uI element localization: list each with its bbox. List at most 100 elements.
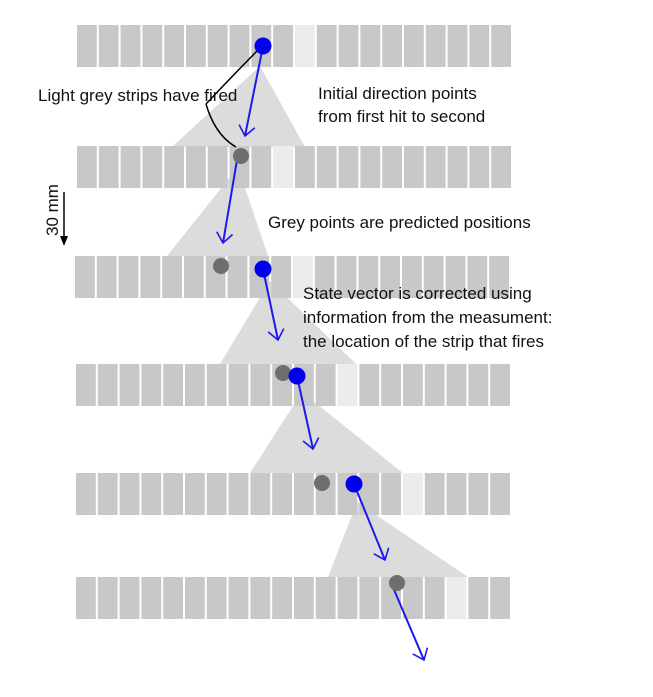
strip — [250, 577, 271, 619]
label-initial-direction-1: Initial direction points — [318, 84, 477, 103]
fired-strip — [403, 473, 423, 515]
strip — [207, 146, 228, 188]
strip — [314, 256, 335, 298]
detector-plane — [76, 364, 510, 406]
strip — [163, 577, 183, 619]
strip — [316, 25, 337, 67]
strip — [185, 364, 205, 406]
label-initial-direction-2: from first hit to second — [318, 107, 486, 126]
strip — [228, 364, 249, 406]
detector-plane — [77, 146, 511, 188]
fired-strip — [293, 256, 313, 298]
strip — [206, 473, 227, 515]
strip — [272, 577, 292, 619]
label-fired-strips: Light grey strips have fired — [38, 86, 238, 105]
uncertainty-cone — [328, 502, 468, 577]
strip — [228, 577, 249, 619]
strip — [337, 577, 358, 619]
strip — [404, 146, 424, 188]
strip — [186, 25, 206, 67]
strip — [380, 256, 400, 298]
hit-points — [213, 37, 405, 591]
strip — [359, 364, 380, 406]
strip — [119, 473, 140, 515]
direction-arrow — [353, 483, 385, 560]
strip — [295, 146, 315, 188]
fired-strip — [295, 25, 315, 67]
strip — [251, 146, 272, 188]
strip — [425, 25, 446, 67]
strip — [163, 364, 183, 406]
direction-arrow — [262, 268, 278, 340]
strip — [360, 146, 381, 188]
direction-arrow — [245, 45, 264, 136]
strip — [120, 146, 141, 188]
strip — [490, 364, 510, 406]
strip — [163, 473, 183, 515]
strip — [185, 577, 205, 619]
strip — [316, 146, 337, 188]
strip — [294, 577, 314, 619]
strip — [162, 256, 182, 298]
strip — [140, 256, 161, 298]
strip — [315, 364, 336, 406]
strip — [468, 577, 489, 619]
detector-plane — [76, 577, 510, 619]
strip — [338, 146, 359, 188]
strip — [76, 577, 96, 619]
strip — [98, 25, 119, 67]
label-predicted-positions: Grey points are predicted positions — [268, 213, 531, 232]
strip — [468, 364, 489, 406]
strip — [402, 256, 422, 298]
strip — [490, 577, 510, 619]
strip — [206, 364, 227, 406]
strip — [141, 364, 162, 406]
strip — [250, 364, 271, 406]
strip — [424, 577, 445, 619]
strip — [118, 256, 139, 298]
fired-strip — [337, 364, 358, 406]
strip — [97, 473, 118, 515]
strip — [76, 473, 96, 515]
strip — [424, 364, 445, 406]
strip — [164, 146, 184, 188]
strip — [446, 473, 467, 515]
direction-arrow — [391, 584, 424, 660]
detector-plane — [75, 256, 509, 298]
strip — [403, 577, 423, 619]
strip — [141, 577, 162, 619]
strip — [227, 256, 248, 298]
strip — [315, 577, 336, 619]
strip — [184, 256, 204, 298]
direction-arrow — [296, 375, 313, 449]
predicted-point — [275, 365, 291, 381]
strip — [250, 473, 271, 515]
leader-line-to-second-strip — [205, 103, 237, 148]
strip — [382, 146, 402, 188]
strip — [423, 256, 444, 298]
strip — [489, 256, 509, 298]
strip — [381, 364, 401, 406]
uncertainty-cone — [250, 392, 403, 473]
strip — [142, 146, 163, 188]
strip — [98, 146, 119, 188]
scale-bar-label: 30 mm — [43, 184, 62, 236]
strip — [447, 146, 468, 188]
strip — [185, 473, 205, 515]
strip — [273, 25, 293, 67]
strip — [97, 364, 118, 406]
strip — [403, 364, 423, 406]
strip — [76, 364, 96, 406]
strip — [97, 577, 118, 619]
uncertainty-cones — [167, 66, 468, 577]
strip — [77, 25, 97, 67]
scale-bar-arrowhead — [60, 236, 68, 246]
strip — [358, 256, 379, 298]
strip — [75, 256, 95, 298]
label-correction-2: information from the measument: — [303, 308, 553, 327]
strip — [120, 25, 141, 67]
label-correction-3: the location of the strip that fires — [303, 332, 544, 351]
strip — [445, 256, 466, 298]
